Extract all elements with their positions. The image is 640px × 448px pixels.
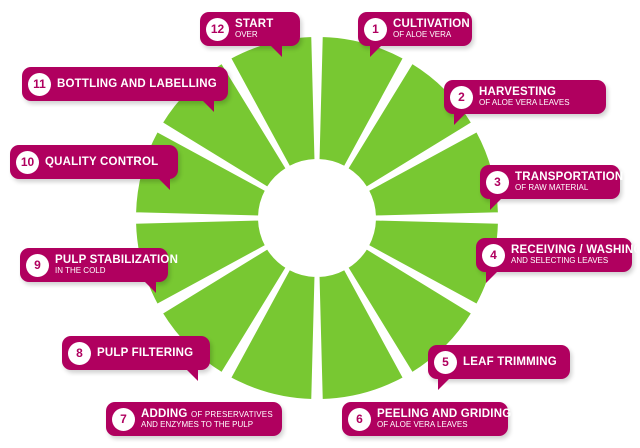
step-10-title: QUALITY CONTROL [45,155,159,168]
step-8-badge: 8 [68,341,91,365]
step-4-callout: 4 RECEIVING / WASHING AND SELECTING LEAV… [476,238,640,283]
step-10-badge: 10 [16,150,39,174]
step-2-subtitle: OF ALOE VERA LEAVES [479,98,570,108]
step-1-title: CULTIVATION [393,18,470,31]
step-9-pointer [144,281,156,293]
step-11-badge: 11 [28,72,51,96]
step-1-callout: 1 CULTIVATION OF ALOE VERA [358,12,472,57]
step-12-pointer [270,45,282,57]
step-6-title: PEELING AND GRIDING [377,408,512,421]
step-4-badge: 4 [482,243,505,267]
step-3-title: TRANSPORTATION [515,171,624,184]
step-9-title: PULP STABILIZATION [55,254,179,267]
step-3-callout: 3 TRANSPORTATION OF RAW MATERIAL [480,165,624,210]
step-8-title: PULP FILTERING [97,346,194,359]
step-11-title: BOTTLING AND LABELLING [57,77,217,90]
step-2-callout: 2 HARVESTING OF ALOE VERA LEAVES [444,80,606,125]
step-7-subtitle: AND ENZYMES TO THE PULP [141,420,254,430]
step-3-pointer [490,198,502,210]
step-6-badge: 6 [348,407,371,431]
step-9-subtitle: IN THE COLD [55,266,106,276]
step-8-callout: 8 PULP FILTERING [62,336,210,381]
step-6-subtitle: OF ALOE VERA LEAVES [377,420,468,430]
step-12-title: START [235,18,274,31]
step-3-subtitle: OF RAW MATERIAL [515,183,589,193]
step-10-pointer [158,178,170,190]
step-7-badge: 7 [112,407,135,431]
step-9-badge: 9 [26,253,49,277]
step-2-title: HARVESTING [479,86,557,99]
step-1-badge: 1 [364,17,387,41]
step-5-pointer [438,378,450,390]
step-5-badge: 5 [434,350,457,374]
step-4-subtitle: AND SELECTING LEAVES [511,256,609,266]
step-4-title: RECEIVING / WASHING [511,244,640,257]
step-12-callout: 12 START OVER [200,12,300,57]
step-8-pointer [186,369,198,381]
step-6-callout: 6 PEELING AND GRIDING OF ALOE VERA LEAVE… [342,402,512,436]
step-2-pointer [454,113,466,125]
step-5-title: LEAF TRIMMING [463,355,557,368]
step-11-callout: 11 BOTTLING AND LABELLING [22,67,228,112]
step-7-callout: 7 ADDING OF PRESERVATIVES AND ENZYMES TO… [106,402,282,436]
step-1-subtitle: OF ALOE VERA [393,30,452,40]
step-11-pointer [202,100,214,112]
step-1-pointer [370,45,382,57]
step-2-badge: 2 [450,85,473,109]
wheel-center-hole [259,160,375,276]
step-12-badge: 12 [206,17,229,41]
step-3-badge: 3 [486,170,509,194]
step-5-callout: 5 LEAF TRIMMING [428,345,570,390]
step-7-title-main: ADDING [141,408,188,421]
step-4-pointer [486,271,498,283]
step-7-title-suffix: OF PRESERVATIVES [190,410,273,420]
step-9-callout: 9 PULP STABILIZATION IN THE COLD [20,248,178,293]
step-12-subtitle: OVER [235,30,258,40]
step-10-callout: 10 QUALITY CONTROL [10,145,178,190]
step-7-title: ADDING OF PRESERVATIVES [141,408,273,420]
